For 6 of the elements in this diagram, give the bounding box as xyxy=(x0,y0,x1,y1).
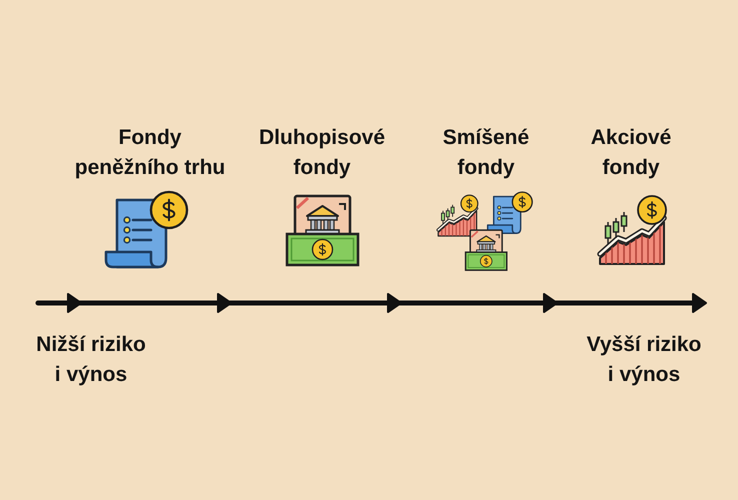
fund-type-label: Dluhopisové fondy xyxy=(259,125,385,181)
risk-level-label: Vyšší riziko i výnos xyxy=(586,332,702,388)
fund-type-label: Fondy peněžního trhu xyxy=(74,125,226,181)
fund-type-label: Akciové fondy xyxy=(590,125,672,181)
risk-level-label: Nižší riziko i výnos xyxy=(36,332,146,388)
fund-type-label: Smíšené fondy xyxy=(442,125,530,181)
